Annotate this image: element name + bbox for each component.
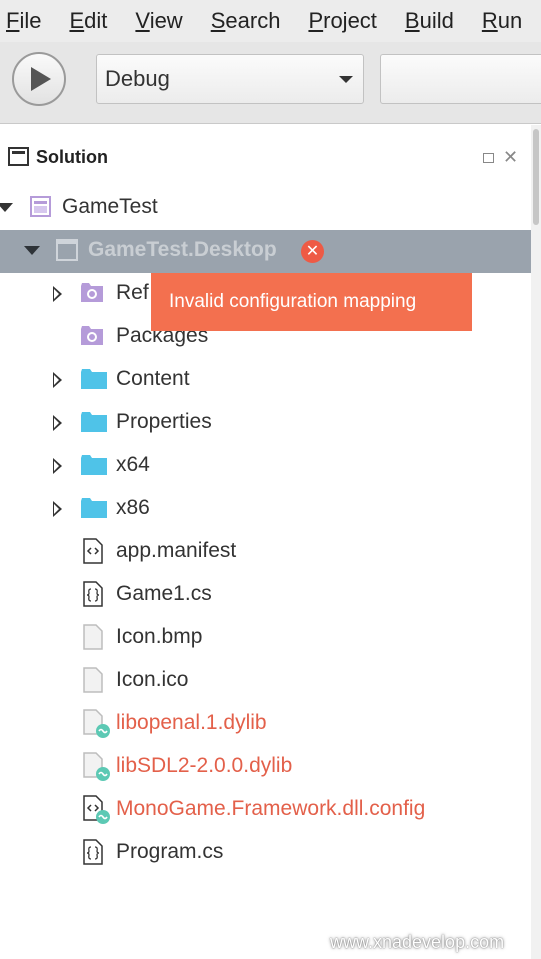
tree-label: libSDL2-2.0.0.dylib	[116, 754, 293, 777]
tree-row-project[interactable]: GameTest.Desktop ✕	[0, 230, 531, 273]
tree-label: Icon.bmp	[116, 625, 203, 648]
tree-row-icon-ico[interactable]: Icon.ico	[0, 660, 531, 703]
menu-project[interactable]: Project	[308, 8, 377, 33]
xml-file-icon	[83, 538, 103, 564]
tree-row-game1-cs[interactable]: Game1.cs	[0, 574, 531, 617]
expand-icon[interactable]	[53, 458, 62, 474]
tree-row-monogame-config[interactable]: MonoGame.Framework.dll.config	[0, 789, 531, 832]
tree-label: x64	[116, 453, 150, 476]
menu-run[interactable]: Run	[481, 8, 523, 33]
toolbar: Debug	[0, 42, 541, 124]
tree-row-references[interactable]: Ref	[0, 273, 531, 316]
play-icon	[31, 67, 51, 91]
tree-row-properties[interactable]: Properties	[0, 402, 531, 445]
packages-folder-icon	[81, 326, 103, 345]
error-icon[interactable]: ✕	[301, 240, 324, 263]
tree-label: Program.cs	[116, 840, 224, 863]
menu-build[interactable]: Build	[404, 8, 454, 33]
menu-bar: File Edit View Search Project Build Run	[0, 0, 541, 42]
tree-row-app-manifest[interactable]: app.manifest	[0, 531, 531, 574]
tree-label: app.manifest	[116, 539, 237, 562]
tree-label: x86	[116, 496, 150, 519]
tree-label: Icon.ico	[116, 668, 189, 691]
tree-row-icon-bmp[interactable]: Icon.bmp	[0, 617, 531, 660]
expand-icon[interactable]	[53, 286, 62, 302]
tree-row-program-cs[interactable]: Program.cs	[0, 832, 531, 875]
solution-pad-title: Solution	[36, 147, 108, 167]
tree-row-libsdl2[interactable]: libSDL2-2.0.0.dylib	[0, 746, 531, 789]
tree-label: Game1.cs	[116, 582, 212, 605]
configuration-value: Debug	[105, 66, 170, 91]
tree-row-libopenal[interactable]: libopenal.1.dylib	[0, 703, 531, 746]
solution-icon	[30, 196, 51, 217]
project-label: GameTest.Desktop	[88, 238, 277, 261]
linked-file-icon	[83, 709, 110, 738]
expand-icon[interactable]	[53, 372, 62, 388]
expand-icon[interactable]	[24, 246, 40, 255]
folder-icon	[81, 498, 107, 518]
folder-icon	[81, 455, 107, 475]
scroll-thumb[interactable]	[533, 129, 539, 225]
maximize-icon[interactable]	[483, 153, 494, 163]
run-button[interactable]	[12, 52, 66, 106]
expand-icon[interactable]	[0, 203, 13, 212]
tree-label: Properties	[116, 410, 212, 433]
references-folder-icon	[81, 283, 103, 302]
project-icon	[56, 239, 78, 261]
folder-icon	[81, 369, 107, 389]
solution-pad-icon	[8, 147, 29, 166]
tree-row-solution[interactable]: GameTest	[0, 187, 531, 230]
menu-view[interactable]: View	[135, 8, 183, 33]
close-icon[interactable]: ✕	[503, 147, 519, 167]
expand-icon[interactable]	[53, 415, 62, 431]
tree-label: Content	[116, 367, 190, 390]
csharp-file-icon	[83, 581, 103, 607]
tree-label: MonoGame.Framework.dll.config	[116, 797, 426, 820]
folder-icon	[81, 412, 107, 432]
watermark: www.xnadevelop.com	[330, 932, 505, 952]
menu-search[interactable]: Search	[210, 8, 281, 33]
tree-row-content[interactable]: Content	[0, 359, 531, 402]
solution-pad: Solution ✕ GameTest GameTest.Desktop ✕	[0, 125, 541, 959]
expand-icon[interactable]	[53, 501, 62, 517]
solution-pad-header: Solution ✕	[0, 125, 531, 187]
tree-label: libopenal.1.dylib	[116, 711, 267, 734]
configuration-select[interactable]: Debug	[96, 54, 364, 104]
file-icon	[83, 667, 103, 693]
file-icon	[83, 624, 103, 650]
linked-xml-file-icon	[83, 795, 110, 824]
menu-file[interactable]: File	[6, 8, 42, 33]
scrollbar[interactable]	[531, 125, 541, 959]
run-target-select[interactable]	[380, 54, 541, 104]
linked-file-icon	[83, 752, 110, 781]
csharp-file-icon	[83, 839, 103, 865]
tree-row-x64[interactable]: x64	[0, 445, 531, 488]
chevron-down-icon	[339, 76, 353, 83]
error-tooltip: Invalid configuration mapping	[151, 273, 472, 331]
solution-label: GameTest	[62, 195, 158, 218]
menu-edit[interactable]: Edit	[69, 8, 108, 33]
tree-row-x86[interactable]: x86	[0, 488, 531, 531]
tree-label: Ref	[116, 281, 149, 304]
